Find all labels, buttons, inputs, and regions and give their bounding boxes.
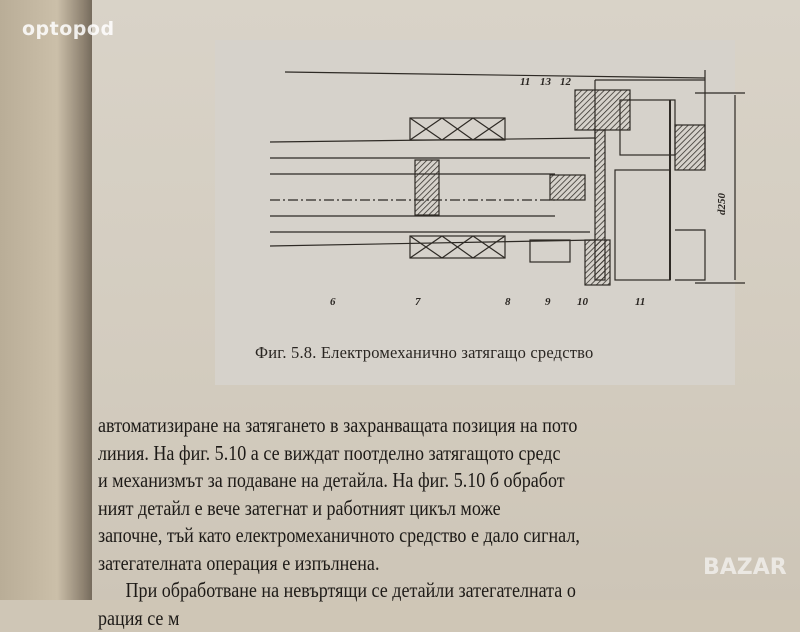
coil-top (410, 118, 505, 140)
svg-text:10: 10 (577, 296, 589, 308)
text-line: и механизмът за подаване на детайла. На … (98, 467, 717, 495)
jaws (675, 125, 705, 170)
svg-text:13: 13 (540, 76, 552, 88)
coil-bottom (410, 236, 505, 258)
text-line: рация се м (98, 605, 717, 632)
svg-text:8: 8 (505, 296, 511, 308)
chuck-body (615, 170, 670, 280)
text-line: автоматизиране на затягането в захранващ… (98, 412, 717, 440)
watermark-logo: BAZAR (703, 555, 787, 580)
nut-7 (415, 160, 439, 215)
left-page-edge (0, 0, 95, 600)
dimension-line (285, 72, 705, 78)
svg-text:d250: d250 (716, 193, 728, 216)
text-line: затегателната операция е изпълнена. (98, 550, 717, 578)
svg-text:12: 12 (560, 76, 572, 88)
watermark-logo: optopod (22, 18, 115, 40)
svg-text:7: 7 (415, 296, 421, 308)
svg-text:6: 6 (330, 296, 336, 308)
text-line: При обработване на невъртящи се детайли … (98, 577, 717, 605)
text-line: започне, тъй като електромеханичното сре… (98, 522, 717, 550)
svg-text:11: 11 (520, 76, 530, 88)
figure-caption: Фиг. 5.8. Електромеханично затягащо сред… (255, 343, 594, 363)
svg-text:9: 9 (545, 296, 551, 308)
text-line: ният детайл е вече затегнат и работният … (98, 495, 717, 523)
body-text: автоматизиране на затягането в захранващ… (98, 412, 717, 632)
bolt-8-9 (530, 240, 570, 262)
electromechanical-clamp-diagram: 6 7 8 9 10 11 11 13 12 d250 (255, 60, 750, 320)
text-line: линия. На фиг. 5.10 а се виждат поотделн… (98, 440, 717, 468)
svg-text:11: 11 (635, 296, 645, 308)
